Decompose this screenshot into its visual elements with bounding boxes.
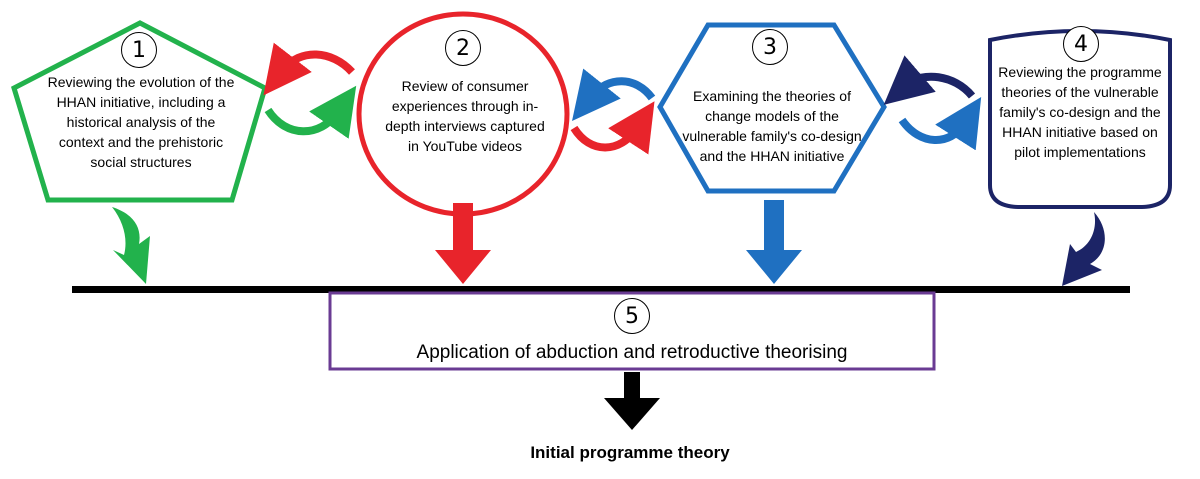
application-text: Application of abduction and retroductiv… <box>416 342 848 363</box>
arrow-3-to-4 <box>898 97 982 151</box>
stage-2-text: Review of consumer experiences through i… <box>385 78 545 154</box>
arrow-3-to-2 <box>571 68 656 121</box>
stage-3-hexagon <box>657 22 887 194</box>
stage-4-shield <box>988 29 1172 209</box>
stage-3-number: 3 <box>752 29 788 65</box>
stage-3-down-arrow <box>746 200 802 284</box>
stage-1-text: Reviewing the evolution of the HHAN init… <box>47 74 235 170</box>
stage-1-pentagon <box>11 20 268 203</box>
stage-2-down-arrow <box>435 203 491 284</box>
stage-1-down-arrow <box>112 207 150 284</box>
stage-2-number: 2 <box>445 30 481 66</box>
stage-4-number: 4 <box>1063 26 1099 62</box>
application-number: 5 <box>614 298 650 334</box>
outcome-text: Initial programme theory <box>530 443 730 462</box>
stage-4-down-arrow <box>1062 212 1105 286</box>
arrow-2-to-3 <box>570 101 655 155</box>
convergence-bar <box>72 286 1130 293</box>
arrow-1-to-2 <box>264 85 357 139</box>
final-down-arrow <box>604 372 660 430</box>
stage-1-number: 1 <box>121 32 157 68</box>
stage-3-text: Examining the theories of change models … <box>682 88 862 164</box>
arrow-2-to-1 <box>263 42 355 96</box>
stage-4-text: Reviewing the programme theories of the … <box>998 64 1162 160</box>
arrow-4-to-3 <box>883 55 976 105</box>
